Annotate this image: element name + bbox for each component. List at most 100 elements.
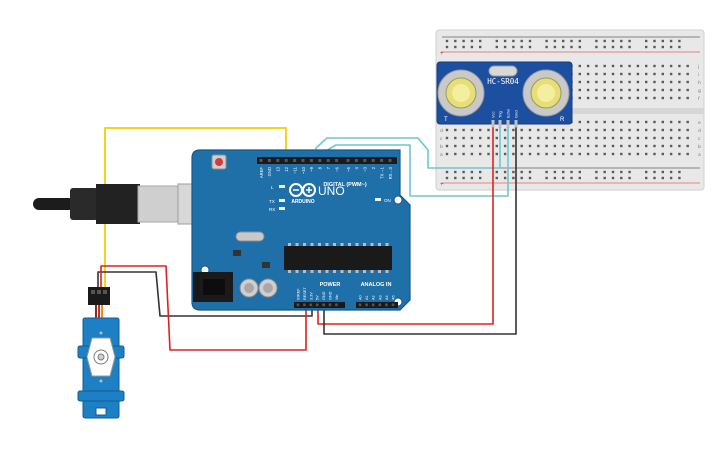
breadboard-hole	[661, 39, 664, 43]
breadboard-hole	[669, 39, 673, 43]
breadboard-hole	[578, 45, 581, 49]
breadboard-hole	[570, 128, 573, 132]
breadboard-hole	[479, 170, 482, 174]
breadboard-hole	[503, 128, 507, 132]
analog-pin-hole	[378, 303, 382, 307]
breadboard-hole	[578, 144, 581, 148]
breadboard-hole	[553, 45, 557, 49]
power-pin-hole	[296, 303, 300, 307]
breadboard-row-letter: a	[440, 153, 443, 158]
breadboard-hole	[479, 39, 482, 43]
breadboard-hole	[669, 120, 673, 124]
breadboard-hole	[645, 152, 648, 156]
breadboard-hole	[528, 136, 532, 140]
breadboard-hole	[611, 170, 615, 174]
digital-pin-hole	[354, 159, 358, 162]
breadboard-hole	[528, 170, 532, 174]
breadboard-row-letter: c	[440, 137, 443, 142]
breadboard-hole	[586, 80, 590, 84]
breadboard-row-letter: d	[440, 128, 443, 134]
power-pin-hole	[315, 303, 319, 307]
breadboard-row-letter: j	[697, 64, 699, 70]
breadboard-hole	[495, 136, 498, 140]
breadboard-hole	[645, 72, 648, 76]
breadboard-hole	[520, 45, 523, 49]
breadboard-hole	[454, 39, 457, 43]
breadboard-hole	[578, 72, 581, 76]
breadboard-hole	[645, 45, 648, 49]
breadboard-hole	[686, 72, 689, 76]
digital-pin-hole	[276, 159, 280, 162]
breadboard-hole	[645, 136, 648, 140]
breadboard-hole	[578, 128, 581, 132]
power-pin-label: IOREF	[297, 288, 301, 300]
breadboard-hole	[645, 128, 648, 132]
breadboard-hole	[653, 45, 656, 49]
power-pin-label: RESET	[303, 287, 307, 300]
breadboard-hole	[628, 80, 631, 84]
breadboard-hole	[454, 176, 457, 180]
breadboard-hole	[520, 136, 523, 140]
breadboard-hole	[628, 45, 631, 49]
sensor-t-mark: T	[444, 117, 448, 123]
breadboard-hole	[628, 120, 631, 124]
breadboard-hole	[595, 80, 598, 84]
breadboard-hole	[479, 136, 482, 140]
breadboard-hole	[528, 152, 532, 156]
breadboard-hole	[562, 144, 565, 148]
breadboard-hole	[611, 136, 615, 140]
breadboard-hole	[661, 176, 664, 180]
chip-pin	[303, 243, 306, 246]
breadboard-hole	[620, 88, 623, 92]
chip-pin	[348, 270, 351, 273]
breadboard-hole	[445, 176, 449, 180]
analog-label: ANALOG IN	[361, 282, 392, 288]
breadboard-hole	[603, 120, 606, 124]
breadboard-hole	[628, 64, 631, 68]
sensor-pin	[498, 120, 502, 128]
breadboard-hole	[537, 136, 540, 140]
chip-pin	[385, 270, 389, 273]
wire-servo-gnd	[97, 271, 313, 317]
digital-pin-hole	[293, 159, 297, 162]
breadboard-hole	[611, 144, 615, 148]
breadboard-hole	[495, 152, 498, 156]
breadboard-hole	[636, 80, 640, 84]
breadboard-hole	[462, 39, 465, 43]
breadboard-hole	[628, 39, 631, 43]
breadboard-hole	[678, 39, 681, 43]
breadboard-hole	[628, 176, 631, 180]
breadboard-hole	[620, 80, 623, 84]
breadboard-hole	[578, 64, 581, 68]
breadboard-hole	[545, 45, 548, 49]
chip-pin	[355, 243, 359, 246]
breadboard-hole	[487, 128, 490, 132]
breadboard-hole	[487, 152, 490, 156]
breadboard-hole	[545, 152, 548, 156]
breadboard-hole	[611, 128, 615, 132]
breadboard-hole	[553, 39, 557, 43]
breadboard-hole	[653, 120, 656, 124]
breadboard-hole	[512, 39, 515, 43]
plus-sign-bottom: +	[440, 182, 444, 188]
breadboard-hole	[603, 152, 606, 156]
breadboard-hole	[603, 128, 606, 132]
breadboard-hole	[479, 128, 482, 132]
breadboard-hole	[503, 176, 507, 180]
breadboard-hole	[636, 72, 640, 76]
digital-pin-hole	[346, 159, 350, 162]
breadboard-hole	[445, 39, 449, 43]
breadboard-hole	[645, 120, 648, 124]
breadboard-hole	[503, 45, 507, 49]
breadboard-hole	[645, 39, 648, 43]
breadboard-hole	[586, 128, 590, 132]
breadboard-hole	[686, 120, 689, 124]
breadboard-hole	[586, 144, 590, 148]
breadboard-hole	[661, 88, 664, 92]
breadboard-hole	[470, 136, 474, 140]
breadboard-hole	[669, 144, 673, 148]
breadboard-hole	[553, 152, 557, 156]
wire-servo-vcc	[100, 265, 307, 351]
breadboard-hole	[578, 96, 581, 100]
